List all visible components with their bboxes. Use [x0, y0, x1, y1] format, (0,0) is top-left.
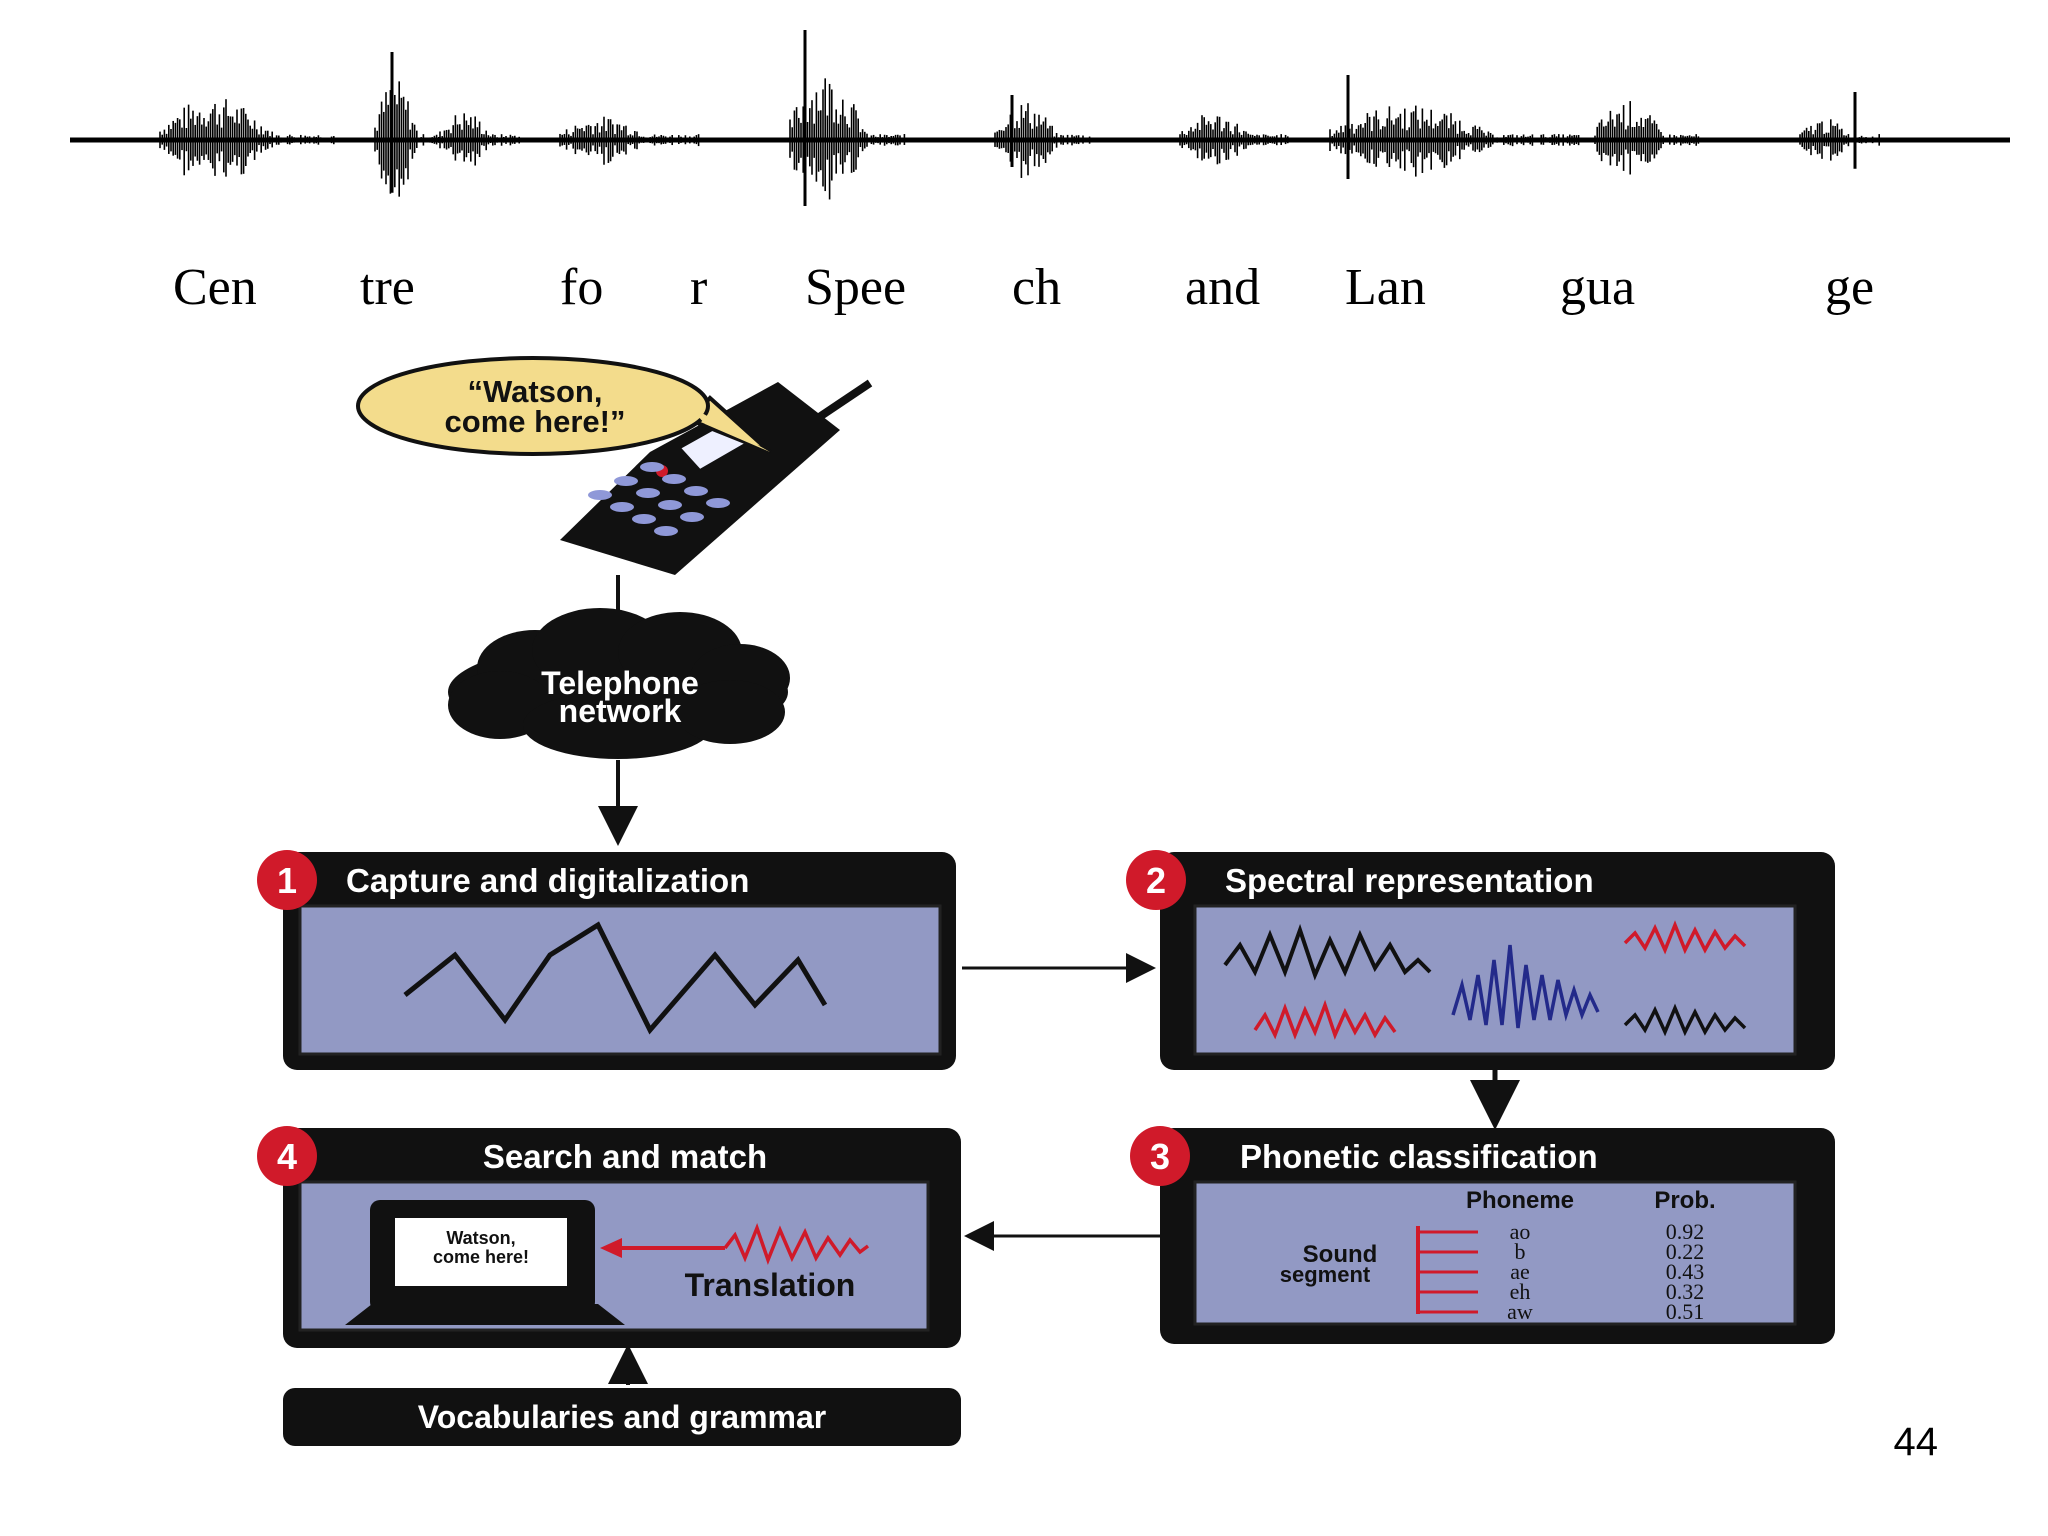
step-title: Search and match — [483, 1138, 767, 1175]
step-phonetic-panel: 3 Phonetic classification Phoneme Prob. … — [1130, 1126, 1835, 1344]
keypad-key — [654, 526, 678, 536]
phoneme-value: aw — [1507, 1299, 1533, 1324]
phoneme-column-header: Phoneme — [1466, 1187, 1574, 1214]
telephone-network-cloud: Telephone network — [448, 608, 790, 759]
speech-waveform — [70, 30, 2010, 206]
vocab-label: Vocabularies and grammar — [418, 1399, 826, 1435]
translation-wave — [723, 1222, 870, 1266]
keypad-key — [658, 500, 682, 510]
keypad-key — [614, 476, 638, 486]
phoneme-value: ao — [1510, 1219, 1531, 1244]
step-number-badge — [1126, 850, 1186, 910]
network-label-line2: network — [559, 693, 682, 729]
syllable-label: tre — [360, 259, 415, 316]
translation-label: Translation — [685, 1267, 856, 1303]
syllable-label: Spee — [805, 259, 907, 316]
sound-segment-label-line2: segment — [1280, 1262, 1371, 1287]
probability-value: 0.22 — [1666, 1239, 1705, 1264]
syllable-label: Lan — [1345, 259, 1426, 316]
syllable-label: gua — [1560, 259, 1636, 316]
probability-value: 0.51 — [1666, 1299, 1705, 1324]
step-spectral-panel: 2 Spectral representation — [1126, 850, 1835, 1070]
probability-value: 0.92 — [1666, 1219, 1705, 1244]
probability-value: 0.32 — [1666, 1279, 1705, 1304]
speech-bubble: “Watson, come here!” — [356, 356, 772, 456]
screen-text-line2: come here! — [433, 1247, 529, 1267]
step-number: 2 — [1146, 860, 1166, 901]
bubble-text-line1: “Watson, — [468, 374, 603, 409]
step-search-panel: 4 Search and match Watson, come here! Tr… — [257, 1126, 961, 1348]
syllable-label: Cen — [173, 259, 257, 316]
sound-segment-label-line1: Sound — [1303, 1241, 1378, 1268]
syllable-label: r — [690, 259, 708, 316]
bubble-text-line2: come here!” — [445, 404, 626, 439]
probability-column-header: Prob. — [1654, 1187, 1715, 1214]
syllable-label: ge — [1825, 259, 1875, 316]
step-number: 1 — [277, 860, 297, 901]
keypad-key — [662, 474, 686, 484]
keypad-key — [684, 486, 708, 496]
syllable-label: and — [1185, 259, 1261, 316]
step-title: Spectral representation — [1225, 862, 1594, 899]
phone-keypad — [588, 462, 730, 536]
phoneme-value: ae — [1510, 1259, 1530, 1284]
keypad-key — [610, 502, 634, 512]
step-number-badge — [257, 1126, 317, 1186]
computer-monitor-icon: Watson, come here! — [345, 1200, 625, 1325]
step-number: 4 — [277, 1136, 297, 1177]
page-number: 44 — [1893, 1420, 1939, 1464]
keypad-key — [680, 512, 704, 522]
network-label-line1: Telephone — [541, 665, 699, 701]
phoneme-value: eh — [1510, 1279, 1531, 1304]
vocabularies-grammar-box: Vocabularies and grammar — [283, 1388, 961, 1446]
step-number-badge — [1130, 1126, 1190, 1186]
step-title: Phonetic classification — [1240, 1138, 1598, 1175]
spectral-wave-blue — [1451, 944, 1600, 1029]
step-number: 3 — [1150, 1136, 1170, 1177]
spectral-wave-red — [1253, 999, 1397, 1040]
spectral-wave-red-small — [1623, 920, 1747, 955]
step-number-badge — [257, 850, 317, 910]
syllable-label: fo — [560, 259, 604, 316]
keypad-key — [588, 490, 612, 500]
phoneme-table: ao 0.92 b 0.22 ae 0.43 eh 0.32 aw 0.51 — [1418, 1219, 1704, 1324]
phoneme-value: b — [1515, 1239, 1526, 1264]
step-capture-panel: 1 Capture and digitalization — [257, 850, 956, 1070]
screen-text-line1: Watson, — [446, 1228, 515, 1248]
keypad-key — [632, 514, 656, 524]
keypad-key — [636, 488, 660, 498]
keypad-key — [706, 498, 730, 508]
syllable-label: ch — [1012, 259, 1062, 316]
analog-signal-wave — [403, 921, 828, 1035]
spectral-wave-black-small — [1623, 1003, 1747, 1037]
probability-value: 0.43 — [1666, 1259, 1705, 1284]
step-title: Capture and digitalization — [346, 862, 749, 899]
keypad-key — [640, 462, 664, 472]
spectral-wave-black — [1223, 923, 1432, 981]
